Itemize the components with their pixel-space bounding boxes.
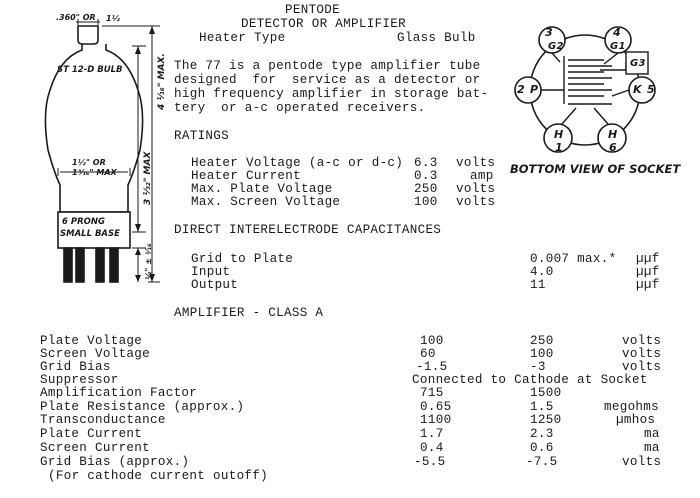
capacitance-value: 11 [530,278,546,292]
rating-value: 0.3 [414,169,438,183]
description-line-3: high frequency amplifier in storage bat- [174,87,489,101]
amp-value-1: 715 [420,386,444,400]
capacitance-label: Grid to Plate [191,252,294,266]
rating-value: 6.3 [414,156,438,170]
page-title: PENTODE [285,3,341,17]
amp-value-2: 1.5 [530,400,554,414]
amp-value-1: 0.65 [420,400,452,414]
capacitances-heading: DIRECT INTERELECTRODE CAPACITANCES [174,223,442,237]
suppressor-label: G3 [630,58,646,69]
amp-label: Transconductance [40,413,166,427]
body-max-dimension: 3 ¹⁄₃₂" MAX [143,151,153,205]
base-label-2: SMALL BASE [60,229,120,239]
bulb-type: Glass Bulb [397,31,476,45]
amp-span-value: Connected to Cathode at Socket [412,373,648,387]
amp-value-2: 100 [530,347,554,361]
amplifier-heading: AMPLIFIER - CLASS A [174,306,324,320]
amp-value-1: 1100 [420,413,452,427]
rating-value: 250 [414,182,438,196]
neck-dimension-1: 1½" OR [72,158,106,167]
capacitance-unit: µµf [636,278,660,292]
capacitance-unit: µµf [636,252,660,266]
capacitance-label: Input [191,265,231,279]
rating-label: Heater Voltage (a-c or d-c) [191,156,404,170]
pin-4-number: 4 [613,26,621,39]
pin-3-number: 3 [545,26,553,39]
amp-unit: ma [644,441,660,455]
rating-unit: volts [456,182,496,196]
pin-4-label: G1 [610,41,626,52]
base-label-1: 6 PRONG [62,217,105,227]
pin-1-label: H [554,128,564,141]
amp-value-1: -5.5 [414,455,446,469]
amp-value-2: 250 [530,334,554,348]
rating-value: 100 [414,195,438,209]
rating-unit: volts [456,195,496,209]
description-line-2: designed for service as a detector or [174,73,481,87]
capacitance-unit: µµf [636,265,660,279]
cap-dimension: 1½ [106,14,120,23]
pin-6-number: 6 [609,141,617,154]
amp-unit: megohms [604,400,660,414]
amp-value-1: 60 [420,347,436,361]
pin-5-label: K [633,83,642,96]
amp-unit: volts [622,334,662,348]
amp-value-2: 1250 [530,413,562,427]
pin-3-label: G2 [548,41,564,52]
rating-unit: volts [456,156,496,170]
amp-label: Screen Voltage [40,347,151,361]
height-max-dimension: 4 ¹⁄₁₆" MAX. [157,53,167,110]
amp-value-2: -3 [530,360,546,374]
amp-label: Plate Current [40,427,143,441]
pin-2-number: 2 [517,83,525,96]
amp-label: Plate Voltage [40,334,143,348]
amp-label: Suppressor [40,373,119,387]
description-line-4: tery or a-c operated receivers. [174,101,426,115]
socket-caption: BOTTOM VIEW OF SOCKET [510,162,681,176]
capacitance-value: 0.007 max.* [530,252,617,266]
neck-dimension-2: 1³⁄₁₆" MAX [72,168,117,177]
rating-label: Heater Current [191,169,302,183]
capacitance-label: Output [191,278,239,292]
amp-unit: ma [644,427,660,441]
amp-value-2: 1500 [530,386,562,400]
capacitance-value: 4.0 [530,265,554,279]
amp-value-2: 2.3 [530,427,554,441]
ratings-heading: RATINGS [174,129,230,143]
amplifier-note: (For cathode current outoff) [48,469,269,483]
amp-value-2: -7.5 [526,455,558,469]
amp-value-1: 0.4 [420,441,444,455]
page-subtitle: DETECTOR OR AMPLIFIER [241,17,407,31]
amp-unit: volts [622,455,662,469]
amp-unit: volts [622,360,662,374]
amp-label: Plate Resistance (approx.) [40,400,245,414]
amp-value-1: 1.7 [420,427,444,441]
pin-6-label: H [608,128,618,141]
amp-unit: µmhos [616,413,656,427]
amp-label: Amplification Factor [40,386,198,400]
amp-unit: volts [622,347,662,361]
amp-value-2: 0.6 [530,441,554,455]
rating-label: Max. Screen Voltage [191,195,341,209]
top-dimension: .360" OR [56,13,96,22]
pin-1-number: 1 [555,141,563,154]
rating-label: Max. Plate Voltage [191,182,333,196]
base-dimension: ½" ± ¹⁄₁₆ [144,243,153,280]
description-line-1: The 77 is a pentode type amplifier tube [174,59,481,73]
heater-type: Heater Type [199,31,286,45]
amp-value-1: 100 [420,334,444,348]
amp-value-1: -1.5 [416,360,448,374]
amp-label: Screen Current [40,441,151,455]
amp-label: Grid Bias (approx.) [40,455,190,469]
rating-unit: amp [470,169,494,183]
bulb-label: ST 12-D BULB [57,65,123,75]
pin-5-number: 5 [647,83,655,96]
amp-label: Grid Bias [40,360,111,374]
pin-2-label: P [530,83,539,96]
